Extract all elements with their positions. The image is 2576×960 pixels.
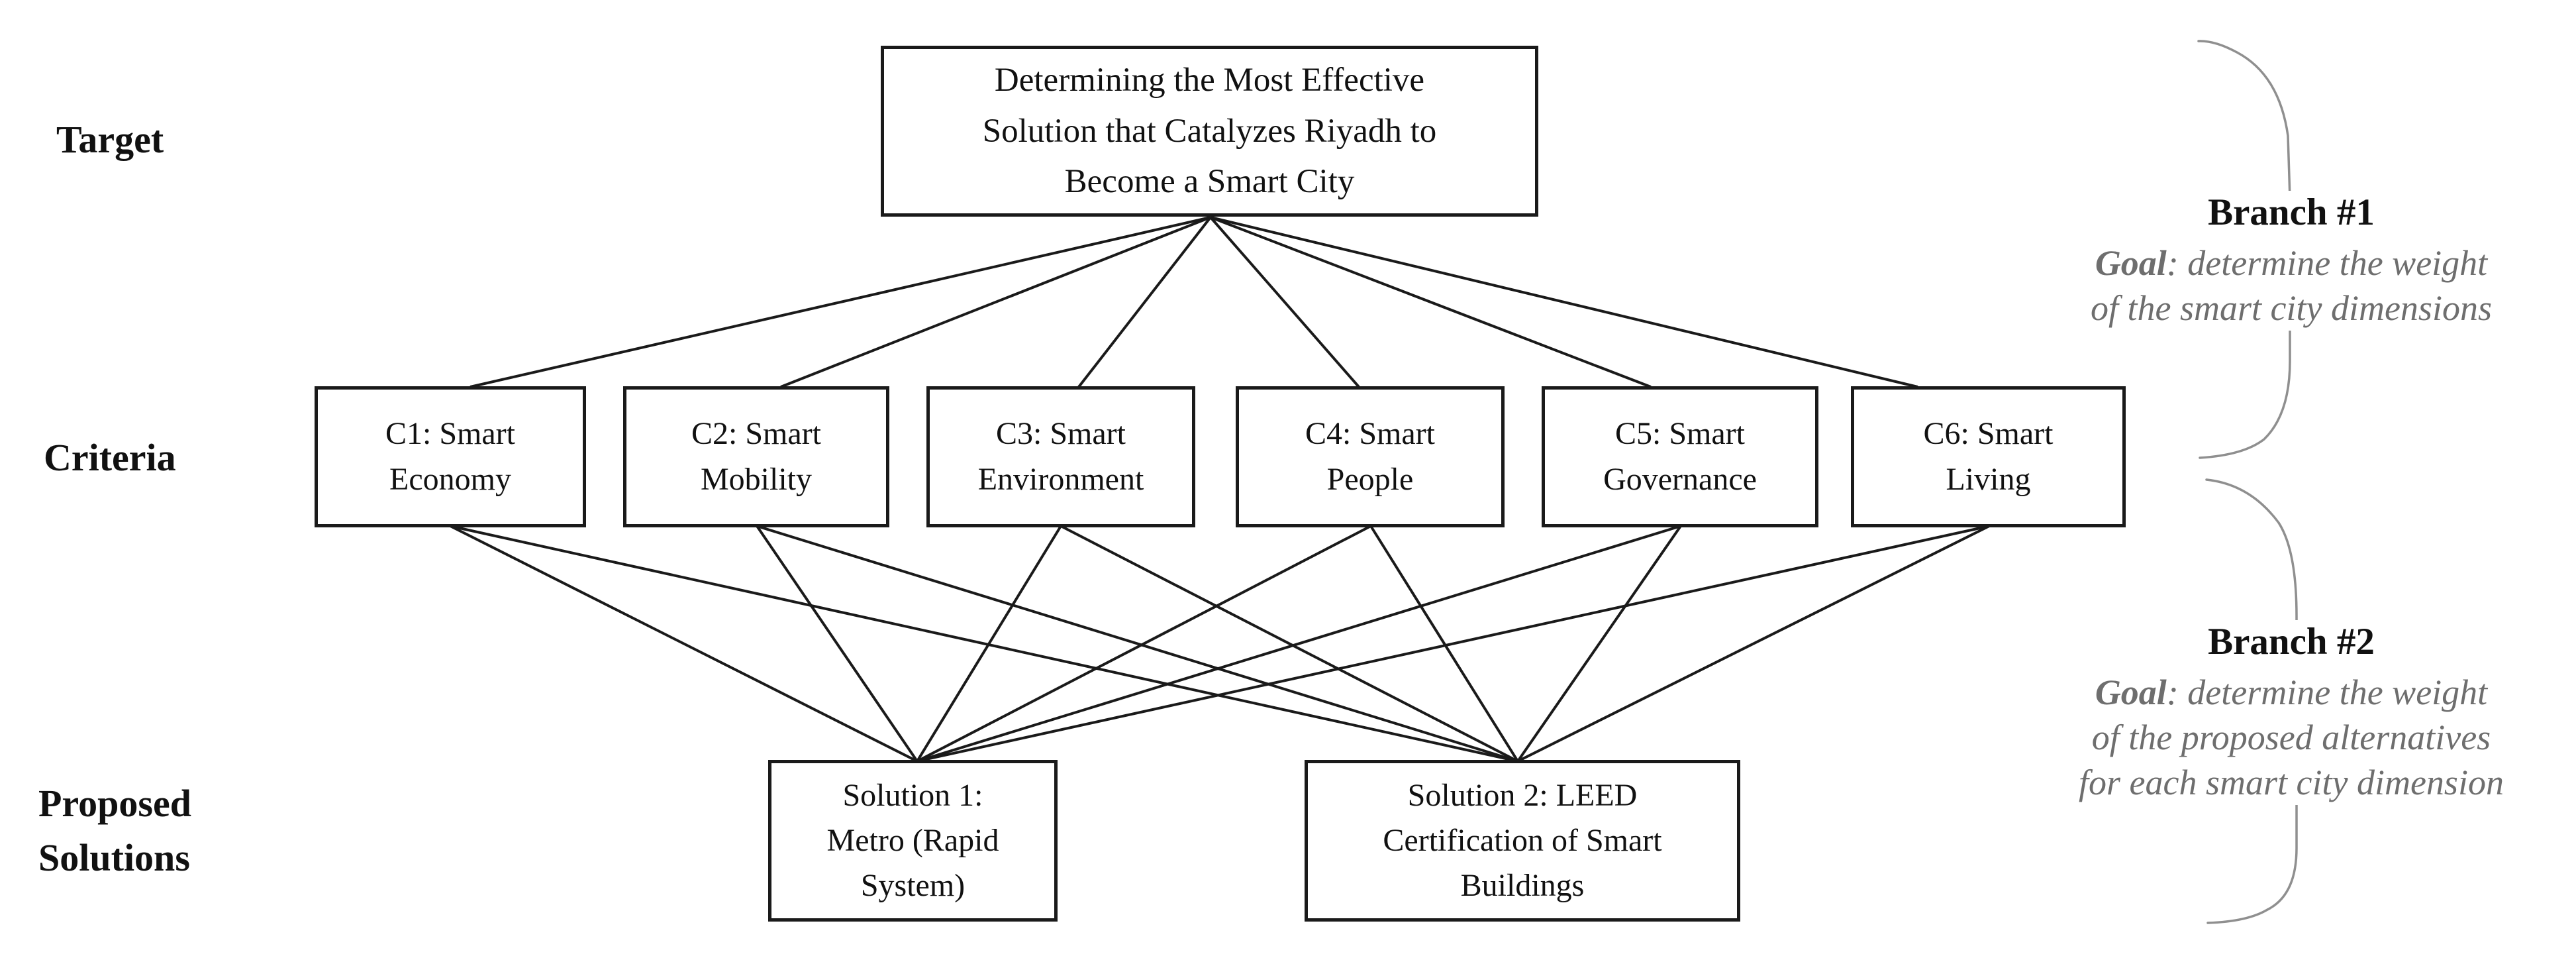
criteria-box-c6: C6: Smart Living <box>1851 386 2126 527</box>
branch-1-title: Branch #1 <box>2208 191 2375 233</box>
branch-2-goal-text: : determine the weight of the proposed a… <box>2079 672 2504 803</box>
criteria-box-c4: C4: Smart People <box>1236 386 1505 527</box>
criteria-box-c2: C2: Smart Mobility <box>623 386 889 527</box>
solution-box-2-label: Solution 2: LEED Certification of Smart … <box>1383 777 1662 904</box>
criteria-box-c2-label: C2: Smart Mobility <box>691 416 821 497</box>
criteria-box-c4-label: C4: Smart People <box>1305 416 1435 497</box>
criteria-box-c5-label: C5: Smart Governance <box>1603 416 1757 497</box>
branch-1-annotation: Branch #1 Goal: determine the weight of … <box>2040 191 2543 331</box>
branch-1-goal-text: : determine the weight of the smart city… <box>2091 243 2492 329</box>
level-label-proposed-solutions: Proposed Solutions <box>38 782 191 880</box>
criteria-box-c3: C3: Smart Environment <box>926 386 1195 527</box>
solution-box-1-label: Solution 1: Metro (Rapid System) <box>826 777 999 904</box>
target-box: Determining the Most Effective Solution … <box>881 46 1538 217</box>
brace-branch-1 <box>2197 40 2291 459</box>
criteria-box-c6-label: C6: Smart Living <box>1923 416 2054 497</box>
branch-2-annotation: Branch #2 Goal: determine the weight of … <box>2040 620 2543 806</box>
criteria-box-c3-label: C3: Smart Environment <box>977 416 1144 497</box>
solution-box-2: Solution 2: LEED Certification of Smart … <box>1305 760 1740 922</box>
target-to-criteria-links <box>470 216 1918 388</box>
solution-box-1: Solution 1: Metro (Rapid System) <box>768 760 1058 922</box>
branch-1-goal-prefix: Goal <box>2095 243 2167 283</box>
criteria-box-c1-label: C1: Smart Economy <box>385 416 515 497</box>
target-box-label: Determining the Most Effective Solution … <box>982 62 1437 201</box>
branch-2-goal: Goal: determine the weight of the propos… <box>2040 670 2543 805</box>
branch-2-title: Branch #2 <box>2208 621 2375 663</box>
criteria-to-solution-links <box>450 525 1990 763</box>
criteria-box-c1: C1: Smart Economy <box>315 386 586 527</box>
branch-2-goal-prefix: Goal <box>2095 672 2167 712</box>
brace-branch-2 <box>2205 478 2298 924</box>
level-label-target: Target <box>56 118 164 161</box>
level-label-criteria: Criteria <box>44 436 176 479</box>
criteria-box-c5: C5: Smart Governance <box>1542 386 1818 527</box>
branch-1-goal: Goal: determine the weight of the smart … <box>2040 240 2543 331</box>
